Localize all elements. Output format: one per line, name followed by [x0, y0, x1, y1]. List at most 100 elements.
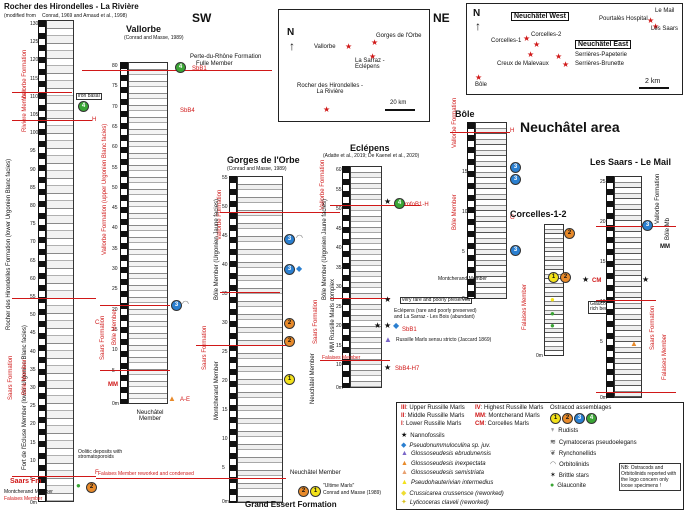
gorges-tick-label: 25: [222, 349, 228, 355]
legend-marl-item: II: Middle Russille Marls: [401, 413, 464, 419]
legend-fossil-symbol-icon: ▲: [401, 479, 408, 486]
vallorbe-perte: Perte-du-Rhône Formation: [190, 54, 262, 60]
rocher-tick-label: 80: [30, 203, 36, 209]
gorges-neuchatel: Neuchâtel Member: [290, 470, 341, 476]
vallorbe-tick-label: 40: [112, 225, 118, 232]
eclepens-marker-top: [330, 205, 420, 206]
glauconite-icon: ●: [76, 481, 81, 490]
heading-neuchatel-area: Neuchâtel area: [520, 119, 620, 135]
rocher-tick-label: 35: [30, 366, 36, 373]
vallorbe-label-ae: A-E: [180, 397, 191, 403]
legend-other-text: Glauconite: [557, 483, 586, 489]
ostracod-1-icon: 1: [550, 413, 561, 424]
vallorbe-tick-label: 15: [112, 326, 118, 333]
rocher-tick-label: 125: [30, 39, 39, 46]
map-place-corcelles1: Corcelles-1: [491, 38, 522, 44]
map-place-pourtales: Pourtalès Hospital: [599, 16, 648, 22]
gorges-tick-label: 35: [222, 291, 228, 297]
gorges-tick-label: 30: [222, 320, 228, 326]
sears-tick-label: 5: [600, 339, 603, 345]
legend-marl-text: : Middle Russille Marls: [404, 413, 465, 419]
legend-other-symbol-icon: ●: [550, 482, 555, 489]
sears-falaises: Falaises Member: [662, 333, 668, 380]
eclepens-falaises: Falaises Member: [322, 355, 361, 361]
legend-other-symbol-icon: ◠: [550, 461, 557, 468]
legend-other-item: ●Glauconite: [550, 482, 586, 489]
gorges-scale-label: 0m: [222, 499, 229, 505]
legend-marl-item: I: Lower Russille Marls: [401, 421, 461, 427]
eclepens-mm: MM Russille Marls complex: [330, 278, 336, 352]
gorges-tick-label: 45: [222, 233, 228, 239]
map-scale-label: 2 km: [645, 78, 661, 85]
star-rocher-icon: ★: [323, 105, 331, 114]
vallorbe-neuchatel: Neuchâtel Member: [136, 410, 164, 423]
ostracod-4-icon: 4: [586, 413, 597, 424]
vallorbe-tick-label: 75: [112, 83, 118, 90]
rocher-scale-label: 0m: [30, 500, 37, 506]
legend-fossil-text: Lyticoceras claveli (reworked): [409, 500, 489, 507]
falaises-note: Falaises Member reworked and condensed: [98, 471, 194, 477]
legend-fossil-symbol-icon: ▲: [401, 459, 408, 467]
legend-fossil-item: ✦Lyticoceras claveli (reworked): [401, 498, 489, 506]
vallorbe-sample-top: SbB1: [192, 66, 207, 72]
legend-fossil-item: ◆Pseudonummuloculina sp. juv.: [401, 441, 490, 449]
rocher-tick-label: 75: [30, 221, 36, 228]
ostracod-1-icon: 1: [548, 272, 559, 283]
legend-other-text: Orbitolinids: [559, 462, 590, 468]
rocher-source-a: (modified from: [4, 13, 36, 19]
gorges-marker-mid: [220, 292, 280, 293]
north-arrow-icon: ↑: [475, 19, 481, 33]
nannofossil-icon: ★: [582, 275, 590, 284]
star-pourtales-icon: ★: [647, 16, 655, 25]
vallorbe-scale-label: 0m: [112, 401, 119, 407]
legend-other-symbol-icon: ≋: [550, 439, 556, 446]
eclepens-scale-bar: [342, 166, 350, 388]
pseudonummuloculina-icon: ◆: [393, 321, 400, 330]
nannofossil-icon: ★: [642, 275, 650, 284]
legend-marl-text: : Upper Russille Marls: [406, 405, 465, 411]
bole-tick-label: 10: [462, 209, 468, 215]
vallorbe-tick-label: 65: [112, 123, 118, 130]
sears-title: Les Saars - Le Mail: [590, 157, 672, 167]
rocher-tick-label: 45: [30, 330, 36, 337]
ostracod-3-icon: 3: [510, 174, 521, 185]
legend-marl-code: I: [401, 421, 403, 427]
sears-marker-mid: [596, 300, 656, 301]
sears-tick-label: 25: [600, 179, 606, 185]
rynchonellid-icon: ◠: [296, 233, 303, 242]
ostracod-2-icon: 2: [298, 486, 309, 497]
gorges-montcherand: Montcherand Member: [214, 361, 220, 420]
bole-vallorbe: Vallorbe Formation: [452, 97, 458, 148]
eclepens-tick-label: 30: [336, 284, 342, 290]
rocher-tick-label: 130: [30, 21, 39, 27]
map-place-bole: Bôle: [475, 82, 488, 88]
legend-fossil-text: Crussicarea crussensce (reworked): [409, 490, 504, 497]
legend-other-item: ✶Brittle stars: [550, 471, 589, 479]
legend-other-item: ❦Rynchonellids: [550, 449, 596, 457]
rocher-tick-label: 5: [30, 476, 33, 482]
map-scale-bar: [639, 87, 669, 89]
bole-marker-top: [450, 132, 510, 133]
eclepens-tick-label: 40: [336, 245, 342, 251]
bole-tick-label: 15: [462, 169, 468, 175]
map-place-rocher: Rocher des Hirondelles - La Rivière: [296, 83, 364, 96]
rocher-tick-label: 115: [30, 75, 38, 82]
legend-fossil-symbol-icon: ✦: [401, 499, 407, 507]
box-neuchatel-east: Neuchâtel East: [575, 40, 632, 50]
glauconite-icon: ●: [550, 295, 555, 304]
rocher-tick-label: 20: [30, 421, 36, 428]
rocher-sears-formation: Saars Formation: [8, 355, 14, 400]
rocher-marker-sears: [12, 298, 96, 299]
rocher-tick-label: 10: [30, 457, 36, 464]
gorges-tick-label: 20: [222, 378, 228, 384]
ostracod-3-icon: 3: [574, 413, 585, 424]
legend-marl-code: CM: [475, 421, 485, 427]
rocher-f-label: F: [95, 470, 99, 476]
eclepens-marker-russille: [330, 298, 390, 299]
nannofossil-icon: ★: [374, 321, 382, 330]
sears-tick-label: 10: [600, 299, 606, 305]
vallorbe-marker-low: [100, 370, 170, 371]
bole-h-label: H: [510, 128, 515, 134]
rocher-title: Rocher des Hirondelles - La Rivière: [4, 2, 139, 11]
